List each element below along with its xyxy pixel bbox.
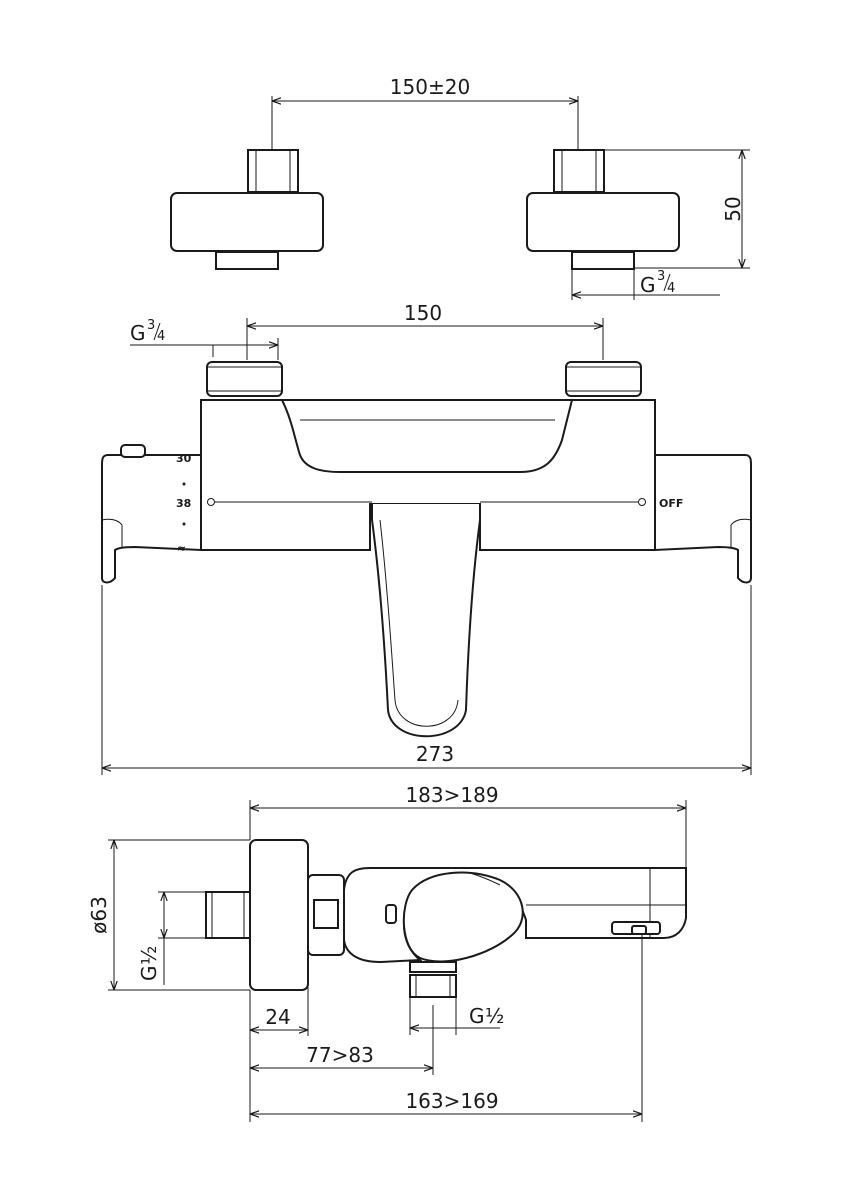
outlet-connector — [409, 974, 457, 998]
outlet-collar — [409, 961, 457, 973]
side-view: 183>189 ø63 G ½ — [87, 783, 687, 1122]
depth-label: 24 — [265, 1005, 290, 1029]
spacing-label: 150±20 — [390, 75, 470, 99]
svg-text:½: ½ — [137, 946, 161, 965]
union-nut-flat — [313, 899, 339, 929]
outlet-distance-label: 77>83 — [306, 1043, 374, 1067]
spout — [371, 504, 481, 738]
spout-distance-label: 163>169 — [405, 1089, 498, 1113]
handle-pin — [385, 904, 397, 924]
height-label: 50 — [721, 196, 745, 221]
thread-label: G 3 4 — [130, 318, 165, 345]
svg-text:4: 4 — [667, 281, 675, 296]
svg-text:G: G — [469, 1004, 485, 1028]
scale-mark-38: 38 — [176, 497, 191, 510]
inlet-thread-label: G ½ — [137, 946, 161, 981]
thread-label: G 3 4 — [640, 269, 675, 297]
width-label: 273 — [416, 742, 454, 766]
diameter-label: ø63 — [87, 896, 111, 934]
svg-text:3: 3 — [657, 269, 665, 284]
svg-text:4: 4 — [157, 329, 165, 344]
cover-rosette — [170, 192, 324, 252]
connector-thread — [571, 251, 635, 270]
flow-handle — [654, 454, 752, 584]
thermostatic-handle — [101, 454, 202, 584]
left-connector — [170, 149, 324, 270]
svg-text:3: 3 — [147, 318, 155, 333]
side-handle — [402, 871, 524, 963]
svg-text:½: ½ — [485, 1004, 504, 1028]
svg-text:G: G — [130, 321, 146, 345]
inlet-nut-left — [206, 361, 283, 397]
safety-button — [120, 444, 146, 458]
connector-thread — [215, 251, 279, 270]
spacing-label: 150 — [404, 301, 442, 325]
inlet-nut-right — [565, 361, 642, 397]
svg-text:G: G — [137, 966, 161, 982]
top-view: 150±20 50 G 3 4 — [170, 75, 750, 300]
scale-mark-top: 30 — [176, 452, 192, 465]
body-recess — [281, 399, 573, 473]
off-indicator-dot — [638, 498, 646, 506]
scale-mark-bottom: ≈ — [177, 542, 186, 555]
front-view: 150 G 3 4 30 — [101, 301, 752, 775]
svg-text:G: G — [640, 273, 656, 297]
inlet-connector — [205, 891, 251, 939]
scale-indicator-dot — [207, 498, 215, 506]
wall-rosette — [249, 839, 309, 991]
cover-rosette — [526, 192, 680, 252]
off-label: OFF — [659, 497, 683, 510]
right-connector — [526, 149, 680, 270]
length-label: 183>189 — [405, 783, 498, 807]
outlet-thread-label: G ½ — [469, 1004, 504, 1028]
